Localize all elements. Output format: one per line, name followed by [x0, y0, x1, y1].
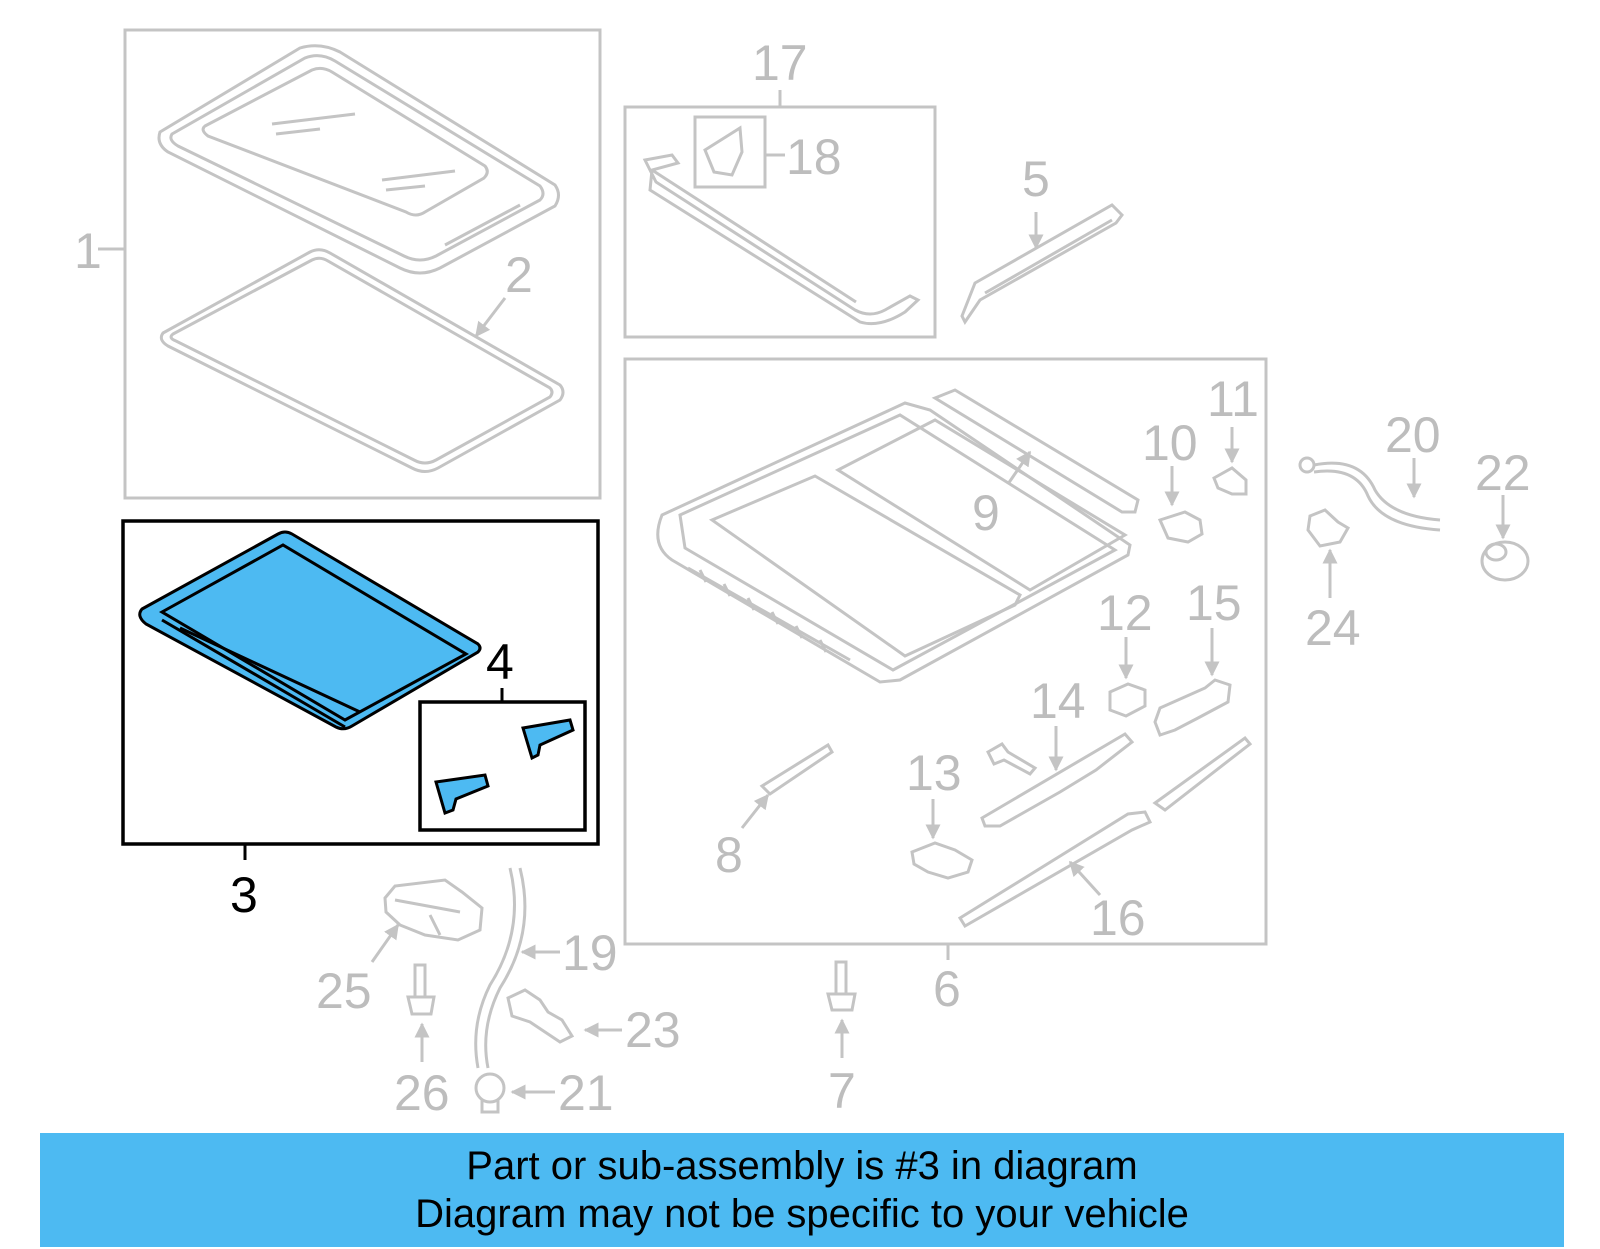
wind-deflector [642, 153, 921, 326]
callout-16-leader [1068, 860, 1102, 897]
callout-11[interactable]: 11 [1207, 371, 1259, 427]
banner-line-1: Part or sub-assembly is #3 in diagram [466, 1144, 1138, 1188]
callout-13[interactable]: 13 [906, 745, 962, 801]
part-15-bracket [1152, 678, 1253, 812]
part-16-drive-cable [957, 810, 1153, 929]
callout-25[interactable]: 25 [316, 963, 372, 1019]
part-25-motor [383, 878, 484, 942]
part-26-bolt [406, 963, 436, 1016]
callout-4[interactable]: 4 [486, 634, 514, 690]
part-8-trim-strip [759, 742, 834, 796]
glass-seal [159, 248, 565, 473]
callout-17[interactable]: 17 [752, 35, 808, 91]
callout-16[interactable]: 16 [1090, 890, 1146, 946]
callout-9-leader [1006, 450, 1032, 485]
callout-5[interactable]: 5 [1022, 151, 1050, 207]
info-banner: Part or sub-assembly is #3 in diagram Di… [40, 1133, 1564, 1247]
slider-clips [434, 718, 575, 815]
callout-1[interactable]: 1 [74, 223, 102, 279]
sunroof-frame [656, 401, 1132, 684]
part-22-grommet [1480, 540, 1530, 582]
callout-8[interactable]: 8 [715, 827, 743, 883]
banner-line-2: Diagram may not be specific to your vehi… [415, 1192, 1189, 1236]
glass-panel [157, 44, 560, 275]
callout-2[interactable]: 2 [505, 247, 533, 303]
callout-26[interactable]: 26 [394, 1065, 450, 1121]
callout-6[interactable]: 6 [933, 961, 961, 1017]
callout-22[interactable]: 22 [1475, 445, 1531, 501]
part-14-bolt-and-link [980, 732, 1135, 828]
sunshade-assembly-box [121, 519, 600, 846]
part-24-clip [1306, 508, 1351, 548]
part-19-drain-hose [474, 867, 527, 1069]
callout-19[interactable]: 19 [562, 925, 618, 981]
sunshade-panel [138, 530, 482, 731]
part-13-guide-shoe [910, 841, 974, 880]
glass-assembly-box [123, 28, 602, 500]
deflector-clip-box [693, 115, 767, 189]
callout-20[interactable]: 20 [1385, 407, 1441, 463]
callout-15[interactable]: 15 [1186, 575, 1242, 631]
guide-rail [960, 203, 1124, 325]
callout-3[interactable]: 3 [230, 867, 258, 923]
part-21-grommet [474, 1072, 506, 1114]
callout-18[interactable]: 18 [786, 129, 842, 185]
callout-21[interactable]: 21 [558, 1065, 614, 1121]
callout-9[interactable]: 9 [972, 485, 1000, 541]
deflector-clip [703, 125, 744, 177]
part-23-clamp [506, 988, 575, 1044]
callout-24[interactable]: 24 [1305, 600, 1361, 656]
callout-25-leader [370, 923, 400, 963]
callout-12[interactable]: 12 [1097, 585, 1153, 641]
part-11-clip [1212, 466, 1248, 496]
part-10-bracket [1157, 510, 1204, 544]
part-7-bolt [826, 960, 857, 1012]
callout-14[interactable]: 14 [1030, 673, 1086, 729]
callout-2-leader [474, 297, 507, 338]
front-rail [931, 388, 1140, 514]
callout-7[interactable]: 7 [828, 1063, 856, 1119]
deflector-assembly-box [623, 105, 937, 339]
callout-23[interactable]: 23 [625, 1002, 681, 1058]
part-20-drain-hose [1298, 456, 1441, 532]
callout-8-leader [740, 793, 770, 829]
part-12-block [1108, 682, 1147, 718]
frame-assembly-box [623, 357, 1268, 946]
callout-10[interactable]: 10 [1142, 415, 1198, 471]
